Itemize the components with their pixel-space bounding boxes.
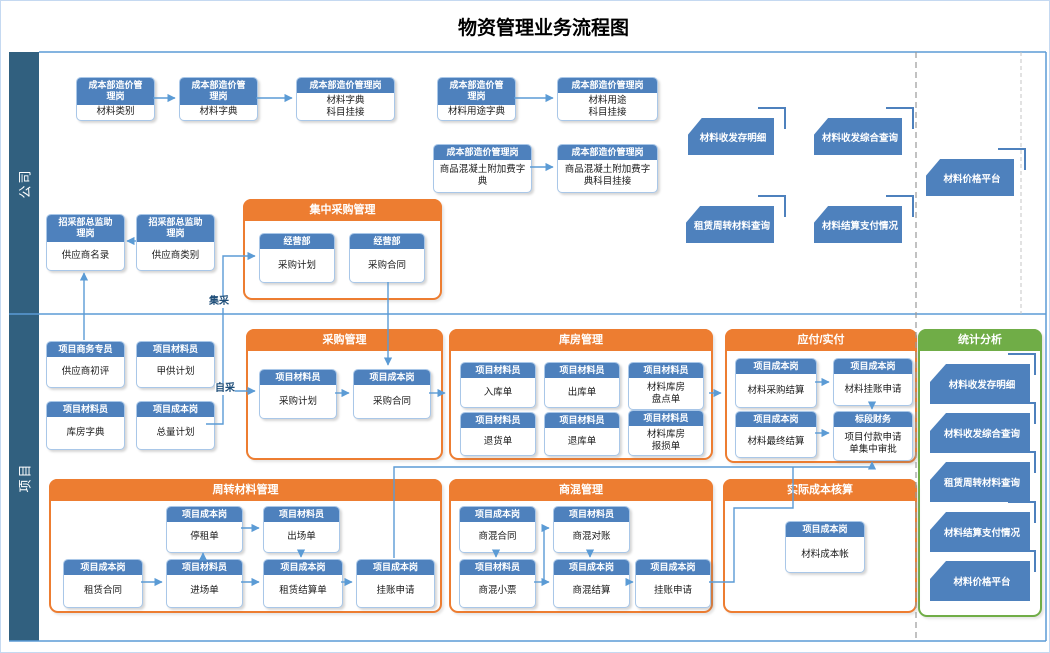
corner-bracket xyxy=(758,195,786,217)
node-purchase-settlement: 项目成本岗材料采购结算 xyxy=(735,358,817,408)
node-concrete-settlement: 项目成本岗商混结算 xyxy=(553,559,630,608)
node-return-goods-order: 项目材料员退货单 xyxy=(460,412,536,456)
report-material-inout-detail: 材料收发存明细 xyxy=(688,118,774,155)
node-total-plan: 项目成本岗总量计划 xyxy=(136,401,215,450)
node-central-purchase-contract: 经营部采购合同 xyxy=(349,233,425,283)
node-pending-account-request: 项目成本岗材料挂账申请 xyxy=(833,358,913,406)
node-concrete-ticket: 项目材料员商混小票 xyxy=(459,559,536,608)
node-warehouse-dictionary: 项目材料员库房字典 xyxy=(46,401,125,450)
group-payable-title: 应付/实付 xyxy=(725,329,917,351)
node-supplier-directory: 招采部总监助 理岗供应商名录 xyxy=(46,214,125,271)
node-exit-order: 项目材料员出场单 xyxy=(263,506,340,553)
node-material-usage-dictionary: 成本部造价管 理岗材料用途字典 xyxy=(437,77,516,121)
node-final-settlement: 项目成本岗材料最终结算 xyxy=(735,411,817,458)
stats-material-inout-detail: 材料收发存明细 xyxy=(930,364,1030,404)
label-centralized-purchase: 集采 xyxy=(209,296,229,308)
node-pending-request-concrete: 项目成本岗挂账申请 xyxy=(635,559,711,608)
node-stocktake-order: 项目材料员材料库房 盘点单 xyxy=(628,362,704,410)
node-stop-rent-order: 项目成本岗停租单 xyxy=(166,506,243,553)
node-inbound-order: 项目材料员入库单 xyxy=(460,362,536,408)
node-purchase-contract: 项目成本岗采购合同 xyxy=(353,369,431,419)
band-company: 公司 xyxy=(9,52,39,314)
corner-bracket xyxy=(998,148,1026,170)
node-purchase-plan: 项目材料员采购计划 xyxy=(259,369,337,419)
report-settlement-payment-status: 材料结算支付情况 xyxy=(814,206,902,243)
node-supplier-initial-review: 项目商务专员供应商初评 xyxy=(46,341,125,388)
node-outbound-order: 项目材料员出库单 xyxy=(544,362,620,408)
band-project-label: 项目 xyxy=(17,462,33,493)
page-title: 物资管理业务流程图 xyxy=(457,18,629,39)
node-concrete-reconciliation: 项目材料员商混对账 xyxy=(553,506,630,553)
node-material-dictionary-subject-link: 成本部造价管理岗材料字典 科目挂接 xyxy=(296,77,395,121)
group-concrete-title: 商混管理 xyxy=(449,479,713,501)
stats-settlement-payment-status: 材料结算支付情况 xyxy=(930,512,1030,552)
group-central-purchase-title: 集中采购管理 xyxy=(243,199,442,221)
node-owner-supply-plan: 项目材料员甲供计划 xyxy=(136,341,215,388)
report-material-price-platform: 材料价格平台 xyxy=(926,159,1014,196)
band-project: 项目 xyxy=(9,314,39,641)
stats-material-inout-summary: 材料收发综合查询 xyxy=(930,413,1030,453)
node-material-usage-subject-link: 成本部造价管理岗材料用途 科目挂接 xyxy=(557,77,658,121)
node-supplier-category: 招采部总监助 理岗供应商类别 xyxy=(136,214,215,271)
group-warehouse-title: 库房管理 xyxy=(449,329,713,351)
group-stats-title: 统计分析 xyxy=(918,329,1042,351)
report-material-inout-summary: 材料收发综合查询 xyxy=(814,118,902,155)
corner-bracket xyxy=(1008,501,1036,523)
node-lease-contract: 项目成本岗租赁合同 xyxy=(63,559,143,608)
corner-bracket xyxy=(1008,353,1036,375)
node-entry-order: 项目材料员进场单 xyxy=(166,559,243,608)
corner-bracket xyxy=(886,195,914,217)
node-concrete-surcharge-dictionary: 成本部造价管理岗商品混凝土附加费字 典 xyxy=(433,144,532,193)
node-central-purchase-plan: 经营部采购计划 xyxy=(259,233,335,283)
node-material-category: 成本部造价管 理岗材料类别 xyxy=(76,77,155,121)
stats-material-price-platform: 材料价格平台 xyxy=(930,561,1030,601)
stats-lease-turnover-query: 租赁周转材料查询 xyxy=(930,462,1030,502)
node-damage-report-order: 项目材料员材料库房 报损单 xyxy=(628,410,704,456)
node-pending-request-turnover: 项目成本岗挂账申请 xyxy=(356,559,435,608)
node-return-warehouse-order: 项目材料员退库单 xyxy=(544,412,620,456)
group-turnover-title: 周转材料管理 xyxy=(49,479,442,501)
node-payment-approval: 标段财务项目付款申请 单集中审批 xyxy=(833,411,913,461)
corner-bracket xyxy=(758,107,786,129)
node-concrete-contract: 项目成本岗商混合同 xyxy=(459,506,536,553)
node-lease-settlement-order: 项目成本岗租赁结算单 xyxy=(263,559,343,608)
corner-bracket xyxy=(886,107,914,129)
group-actual-cost-title: 实际成本核算 xyxy=(723,479,917,501)
label-self-purchase: 自采 xyxy=(215,383,235,395)
node-material-dictionary: 成本部造价管 理岗材料字典 xyxy=(179,77,258,121)
band-company-label: 公司 xyxy=(17,167,33,199)
report-lease-turnover-query: 租赁周转材料查询 xyxy=(686,206,774,243)
node-material-cost-account: 项目成本岗材料成本帐 xyxy=(785,521,865,573)
group-purchase-title: 采购管理 xyxy=(246,329,443,351)
node-concrete-surcharge-subject-link: 成本部造价管理岗商品混凝土附加费字 典科目挂接 xyxy=(557,144,658,193)
